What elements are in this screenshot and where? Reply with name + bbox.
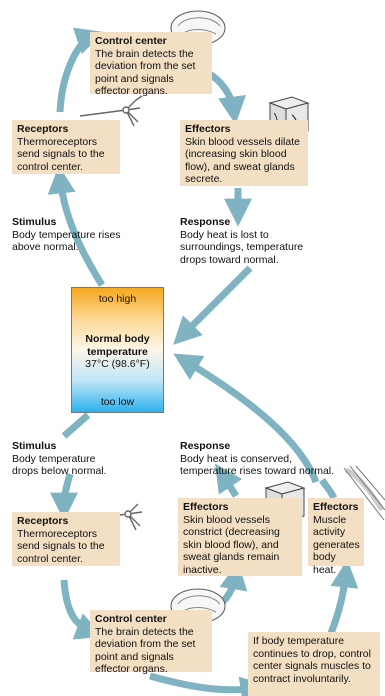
muscle-icon [343,465,385,521]
receptors-box-lower: Receptors Thermoreceptors send signals t… [12,512,120,566]
thermometer-value: 37°C (98.6°F) [85,358,150,370]
arrow-effectors-skin-to-response [215,463,243,498]
stimulus-block-lower: Stimulus Body temperature drops below no… [12,440,122,478]
response-title-upper: Response [180,216,231,228]
receptors-text-upper: Thermoreceptors send signals to the cont… [17,135,105,173]
thermometer-center: Normal body temperature 37°C (98.6°F) [72,333,163,371]
effectors-text-upper: Skin blood vessels dilate (increasing sk… [185,135,300,186]
response-block-lower: Response Body heat is conserved, tempera… [180,440,345,478]
arrow-receptors-to-control-upper [56,27,104,113]
receptors-title-upper: Receptors [17,123,69,135]
shivering-note-text: If body temperature continues to drop, c… [253,635,371,685]
arrow-receptors-to-control-lower [60,579,104,640]
effectors-muscle-text-lower: Muscle activity generates body heat. [313,513,360,576]
control-center-text-lower: The brain detects the deviation from the… [95,625,196,676]
response-text-lower: Body heat is conserved, temperature rise… [180,452,335,478]
receptors-text-lower: Thermoreceptors send signals to the cont… [17,527,105,565]
response-text-upper: Body heat is lost to surroundings, tempe… [180,228,304,266]
effectors-skin-text-lower: Skin blood vessels constrict (decreasing… [183,513,280,576]
control-center-title-upper: Control center [95,35,167,47]
stimulus-title-upper: Stimulus [12,216,57,228]
thermometer-title: Normal body temperature [85,333,150,358]
effectors-muscle-title-lower: Effectors [313,501,359,513]
response-block-upper: Response Body heat is lost to surroundin… [180,216,318,266]
receptors-title-lower: Receptors [17,515,69,527]
thermometer-high-label: too high [98,293,137,305]
control-center-box-upper: Control center The brain detects the dev… [90,32,212,97]
effectors-skin-box-lower: Effectors Skin blood vessels constrict (… [178,498,302,576]
arrow-thermometer-to-stimulus-lower [61,412,91,439]
stimulus-text-upper: Body temperature rises above normal. [12,228,121,254]
thermometer-low-label: too low [100,396,135,408]
effectors-skin-title-lower: Effectors [183,501,229,513]
control-center-title-lower: Control center [95,613,167,625]
arrow-stimulus-to-receptors-upper [47,165,105,287]
thermometer: too high Normal body temperature 37°C (9… [71,287,164,413]
arrow-note-to-effectors-muscle [326,559,359,638]
effectors-box-upper: Effectors Skin blood vessels dilate (inc… [180,120,308,186]
arrow-response-to-thermometer-upper [173,265,253,345]
arrow-effectors-muscle-to-response [319,478,338,500]
effectors-title-upper: Effectors [185,123,231,135]
stimulus-text-lower: Body temperature drops below normal. [12,452,107,478]
arrow-control-to-note [149,672,269,696]
control-center-text-upper: The brain detects the deviation from the… [95,47,196,98]
arrow-stimulus-to-receptors-lower [50,473,79,521]
effectors-muscle-box-lower: Effectors Muscle activity generates body… [308,498,364,576]
response-title-lower: Response [180,440,231,452]
arrow-response-to-thermometer-lower [173,353,320,484]
neuron-icon [79,95,143,127]
shivering-note-box: If body temperature continues to drop, c… [248,632,380,696]
receptors-box-upper: Receptors Thermoreceptors send signals t… [12,120,120,174]
stimulus-block-upper: Stimulus Body temperature rises above no… [12,216,122,254]
stimulus-title-lower: Stimulus [12,440,57,452]
control-center-box-lower: Control center The brain detects the dev… [90,610,212,675]
